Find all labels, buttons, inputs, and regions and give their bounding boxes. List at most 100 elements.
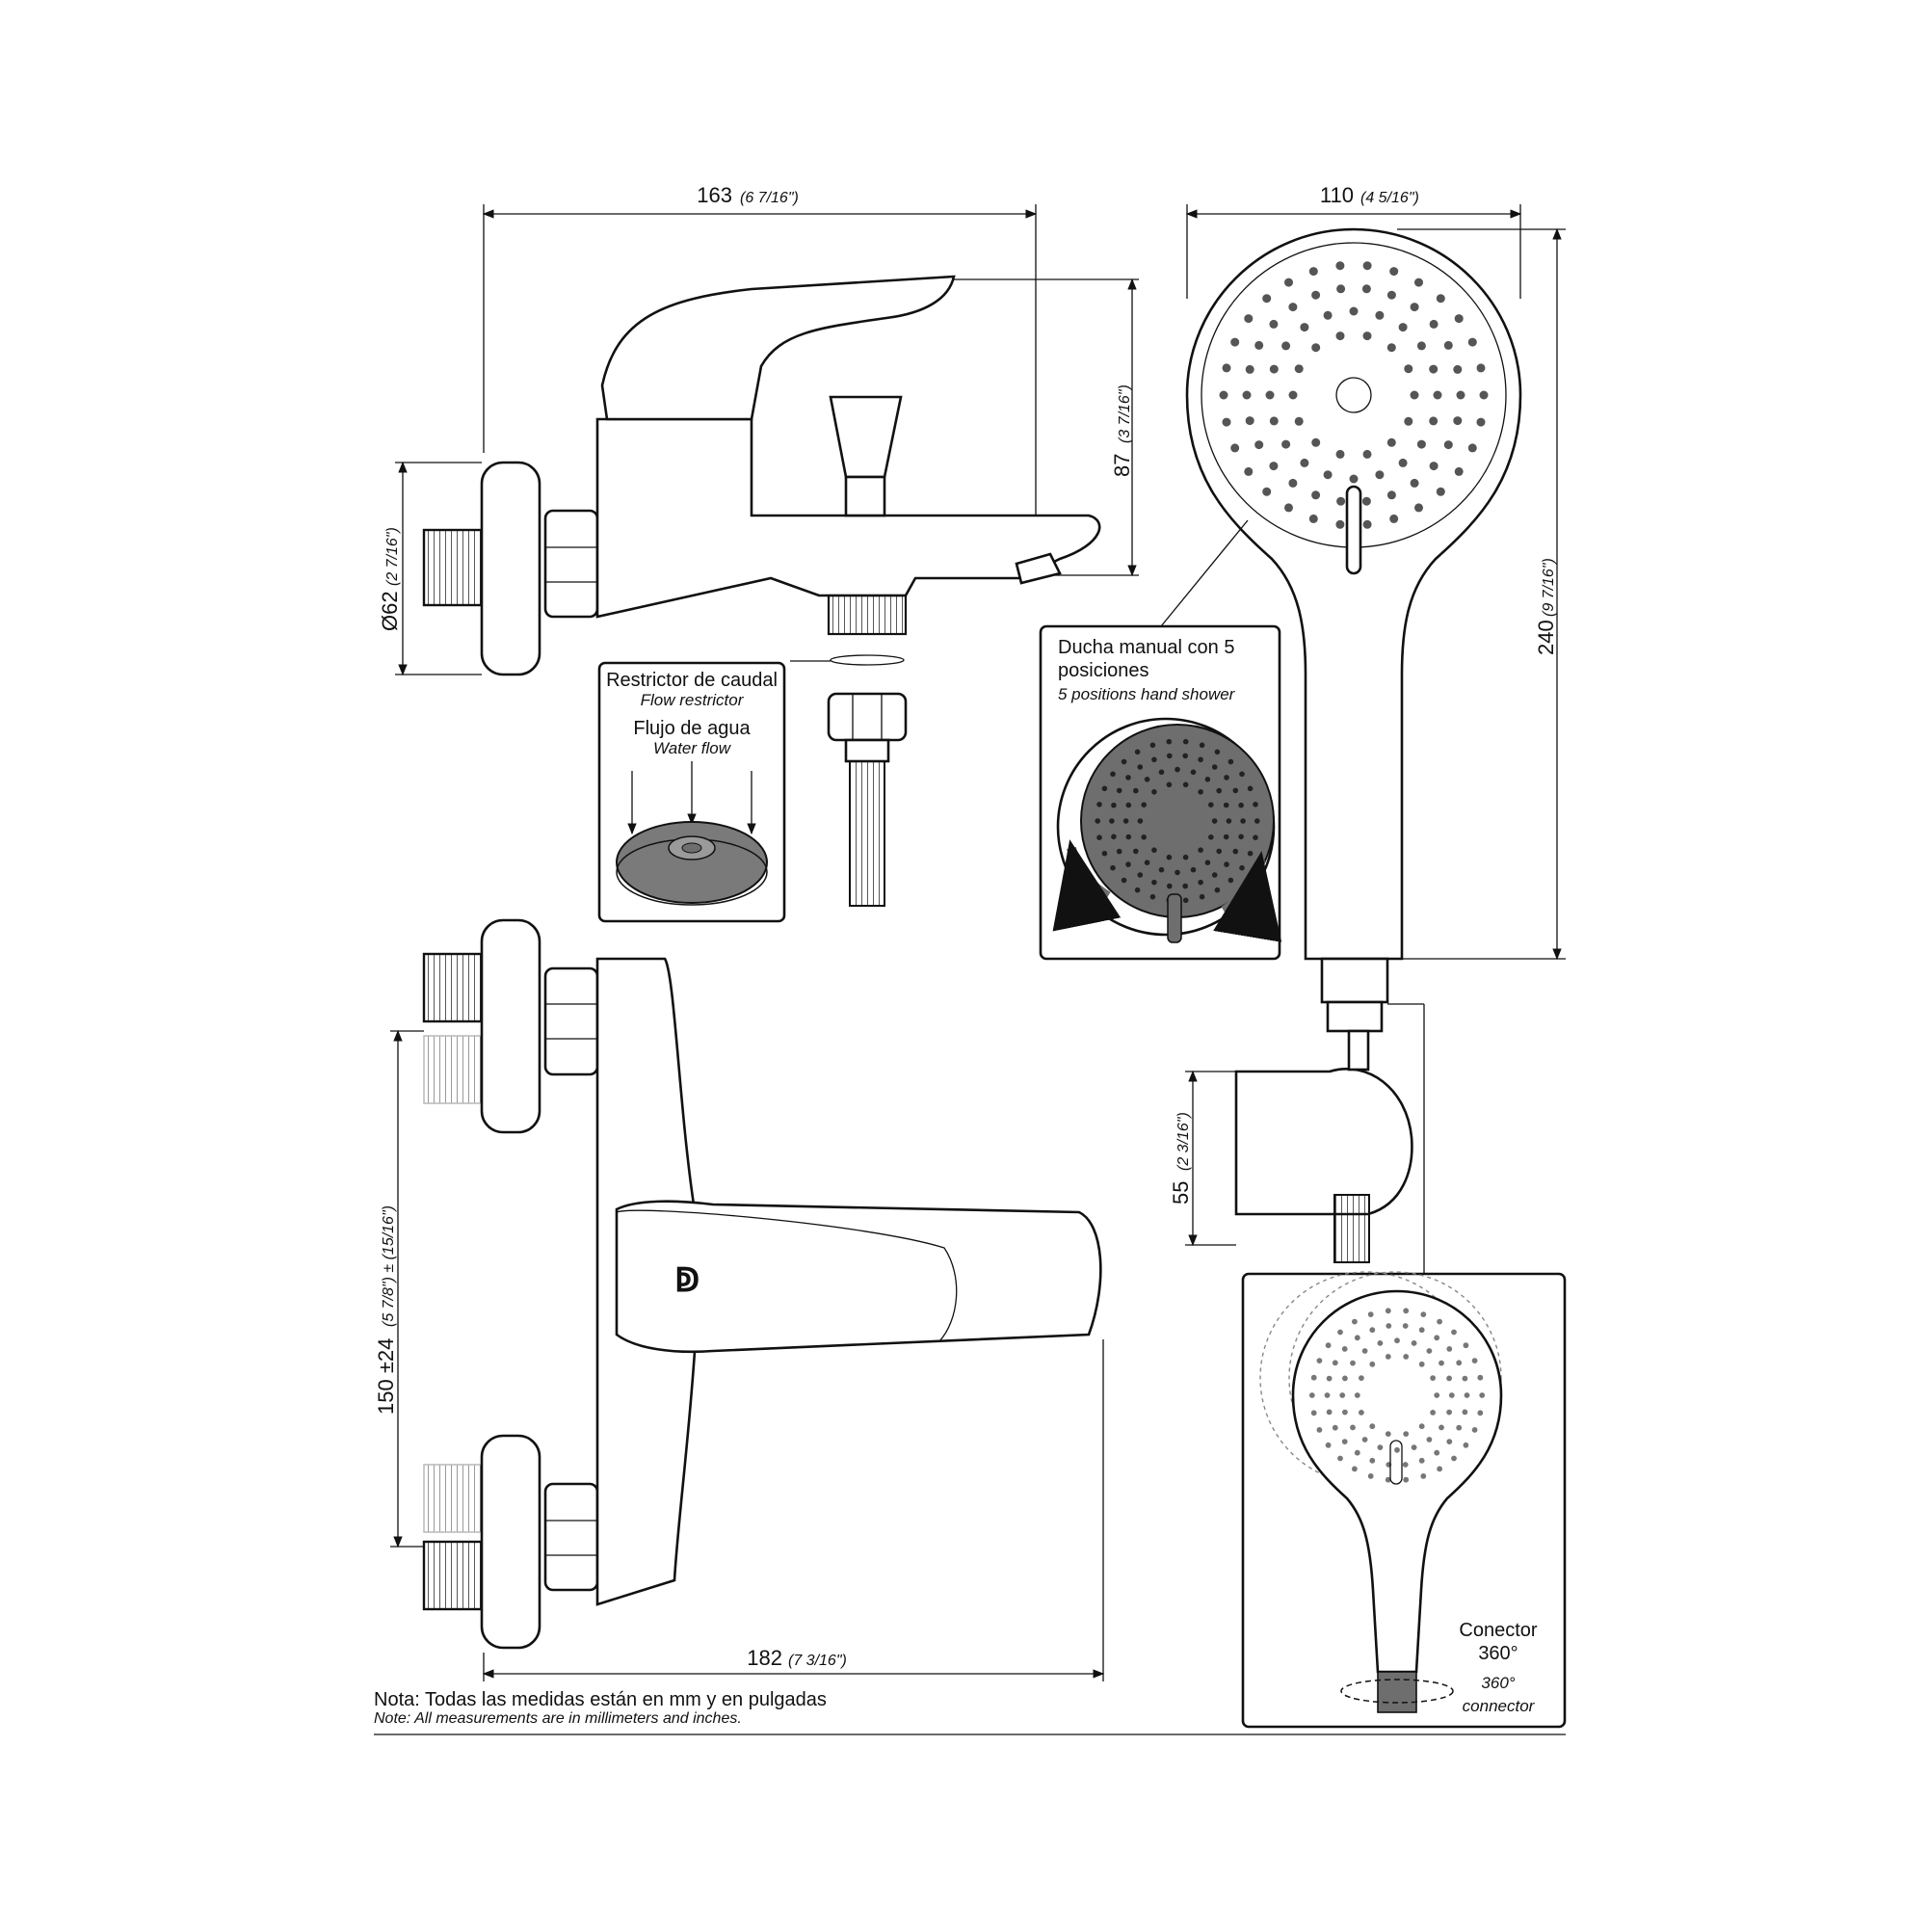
- nozzle-dot: [1227, 758, 1234, 765]
- nozzle-dot: [1121, 758, 1127, 765]
- hand-shower-en: 5 positions hand shower: [1058, 685, 1236, 703]
- nozzle-dot: [1095, 818, 1100, 824]
- nozzle-dot: [1418, 1423, 1425, 1430]
- nozzle-dot: [1182, 854, 1189, 860]
- nozzle-dot: [1369, 1457, 1376, 1464]
- front-view-mixer: ↁ 150 ±24 (5 7/8") ± (15/16") 182 (7 3/1…: [374, 918, 1105, 1681]
- nozzle-dot: [1166, 738, 1173, 745]
- nozzle-dot: [1284, 503, 1293, 513]
- nozzle-dot: [1362, 449, 1372, 459]
- hand-shower-line1: Ducha manual con 5: [1058, 637, 1234, 658]
- nozzle-dot: [1281, 439, 1291, 449]
- nozzle-dot: [1222, 417, 1231, 427]
- nozzle-dot: [1335, 331, 1345, 341]
- nozzle-dot: [1101, 850, 1108, 857]
- nozzle-dot: [1198, 789, 1203, 795]
- nozzle-dot: [1361, 1348, 1368, 1354]
- nozzle-dot: [1254, 818, 1260, 824]
- dim-inlet-spacing-inch: (5 7/8") ± (15/16"): [381, 1205, 397, 1327]
- nozzle-dot: [1471, 1427, 1478, 1433]
- nozzle-dot: [1096, 834, 1102, 840]
- nozzle-dot: [1141, 834, 1147, 840]
- rotate-arrow-right: [1213, 851, 1282, 942]
- nozzle-dot: [1349, 474, 1359, 484]
- nozzle-dot: [1430, 1375, 1436, 1381]
- nozzle-dot: [1239, 771, 1245, 778]
- nozzle-dot: [1198, 847, 1203, 853]
- lever-handle: [600, 275, 956, 421]
- nozzle-dot: [1369, 1361, 1376, 1367]
- nozzle-dot: [1403, 1476, 1410, 1483]
- nozzle-dot: [1361, 284, 1371, 294]
- nozzle-dot: [1463, 1442, 1469, 1448]
- connector-360-panel: Conector 360° 360° connector: [1241, 1271, 1567, 1729]
- dim-holder-height: 55: [1169, 1181, 1193, 1204]
- nozzle-dot: [1110, 771, 1116, 778]
- nozzle-dot: [1426, 1348, 1433, 1354]
- nozzle-dot: [1245, 416, 1254, 426]
- nozzle-dot: [1416, 341, 1426, 351]
- mode-slider: [1345, 485, 1362, 575]
- nozzle-dot: [1244, 466, 1254, 476]
- nozzle-dot: [1362, 519, 1372, 529]
- note-es: Nota: Todas las medidas están en mm y en…: [374, 1689, 827, 1710]
- nozzle-dot: [1244, 314, 1254, 324]
- nozzle-dot: [1332, 1424, 1338, 1431]
- nozzle-dot: [1238, 802, 1244, 808]
- restrictor-flow-en: Water flow: [653, 739, 732, 757]
- nozzle-dot: [1403, 1354, 1410, 1360]
- nozzle-dot: [1354, 1335, 1360, 1341]
- nozzle-dot: [1386, 343, 1396, 353]
- nozzle-dot: [1448, 1392, 1455, 1398]
- nozzle-dot: [1420, 1473, 1427, 1479]
- nozzle-dot: [1389, 267, 1399, 277]
- nozzle-dot: [1323, 310, 1333, 320]
- nozzle-dot: [1349, 306, 1359, 316]
- nozzle-dot: [1446, 1439, 1453, 1444]
- nozzle-dot: [1325, 1342, 1332, 1349]
- dim-shower-length: 240: [1534, 620, 1558, 655]
- nozzle-dot: [1359, 1410, 1364, 1416]
- nozzle-dot: [1451, 1455, 1457, 1462]
- nozzle-dot: [1437, 1318, 1442, 1325]
- nozzle-dot: [1418, 1457, 1425, 1464]
- nozzle-dot: [1144, 777, 1150, 782]
- nozzle-dot: [1410, 303, 1419, 312]
- nozzle-dot: [1134, 749, 1141, 755]
- nozzle-dot: [1385, 1308, 1391, 1314]
- nozzle-dot: [1335, 519, 1345, 529]
- nozzle-dot: [1175, 869, 1180, 876]
- nozzle-dot: [1316, 1427, 1323, 1433]
- nozzle-dot: [1443, 340, 1453, 350]
- nozzle-dot: [1454, 314, 1464, 324]
- nozzle-dot: [1411, 1340, 1417, 1346]
- nozzle-dot: [1477, 1374, 1484, 1381]
- nozzle-dot: [1232, 848, 1239, 855]
- dim-spout-height-inch: (3 7/16"): [1117, 384, 1133, 443]
- hand-shower-line2: posiciones: [1058, 660, 1149, 681]
- nozzle-dot: [1477, 1410, 1484, 1416]
- nozzle-dot: [1323, 470, 1333, 480]
- nozzle-dot: [1288, 303, 1298, 312]
- side-view-mixer: 163 (6 7/16") 87 (3 7/16") Ø62 (2 7/16"): [378, 183, 1139, 907]
- nozzle-dot: [1386, 437, 1396, 447]
- nozzle-dot: [1463, 1342, 1469, 1349]
- nozzle-dot: [1230, 443, 1240, 453]
- nozzle-dot: [1288, 478, 1298, 488]
- nozzle-dot: [1216, 787, 1222, 794]
- nozzle-dot: [1414, 503, 1423, 513]
- nozzle-dot: [1464, 1392, 1470, 1398]
- nozzle-dot: [1439, 1424, 1444, 1431]
- nozzle-dot: [1137, 818, 1144, 824]
- nozzle-dot: [1377, 1340, 1384, 1346]
- inlet-thread: [422, 528, 484, 607]
- nozzle-dot: [1269, 462, 1279, 471]
- nozzle-dot: [1362, 331, 1372, 341]
- nozzle-dot: [1125, 861, 1131, 867]
- dim-front-width: 182: [747, 1646, 782, 1670]
- nozzle-dot: [1284, 278, 1293, 287]
- shower-nozzles: [1219, 261, 1489, 529]
- nozzle-dot: [1326, 1375, 1333, 1382]
- nozzle-dot: [1446, 1375, 1452, 1382]
